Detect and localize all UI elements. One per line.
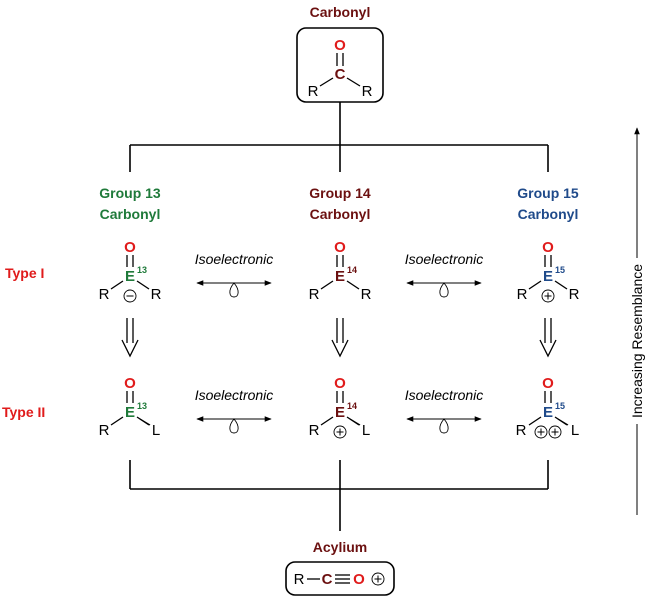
isoelectronic-relation-3: Isoelectronic [195,387,274,434]
carbonyl-oxygen: O [334,37,346,54]
group15-title: Group 15 [517,185,579,201]
g15-t2-l: L [571,422,579,439]
g13-t2-oxygen: O [124,375,136,392]
group14-type-i-structure: O E 14 R R [309,239,372,303]
lone-pair-lobe-icon [229,418,239,434]
g14-t1-superscript: 14 [347,265,357,275]
g15-t1-r-right: R [569,286,580,303]
type-ii-label: Type II [2,404,45,420]
type-i-label: Type I [5,265,44,281]
circled-minus-icon [123,289,137,303]
double-line-arrow-icon [121,318,139,358]
g13-t1-r-left: R [99,286,110,303]
circled-plus-icon [333,425,347,439]
carbonyl-r-right: R [362,83,373,100]
acylium-structure: R C O [294,571,385,588]
g15-t2-element: E [543,404,553,421]
g13-t1-element: E [125,268,135,285]
group13-header: Group 13 Carbonyl [99,185,161,222]
isoelectronic-label: Isoelectronic [405,387,484,403]
g15-t2-r: R [516,422,527,439]
group15-type-ii-structure: O E 15 R L [516,375,580,439]
isoelectronic-label: Isoelectronic [195,387,274,403]
g15-t1-r-left: R [517,286,528,303]
g14-t1-oxygen: O [334,239,346,256]
double-line-arrow-icon [331,318,349,358]
group15-header: Group 15 Carbonyl [517,185,579,222]
g14-t2-element: E [335,404,345,421]
acylium-carbon: C [322,571,333,588]
acylium-title: Acylium [313,539,367,555]
group15-type-i-structure: O E 15 R R [517,239,580,303]
isoelectronic-relation-4: Isoelectronic [405,387,484,434]
isoelectronic-relation-1: Isoelectronic [195,251,274,298]
g13-t2-l: L [152,422,160,439]
isoelectronic-label: Isoelectronic [405,251,484,267]
g14-t1-element: E [335,268,345,285]
group14-type-ii-structure: O E 14 R L [309,375,371,439]
carbonyl-r-left: R [308,83,319,100]
group15-subtitle: Carbonyl [518,206,579,222]
g13-t1-r-right: R [151,286,162,303]
g14-t2-r: R [309,422,320,439]
circled-plus-icon [534,425,548,439]
g13-t2-element: E [125,404,135,421]
g13-t1-superscript: 13 [137,265,147,275]
g14-t2-oxygen: O [334,375,346,392]
g13-t2-superscript: 13 [137,401,147,411]
g15-t2-oxygen: O [542,375,554,392]
bottom-connector [129,460,549,531]
isoelectronic-relation-2: Isoelectronic [405,251,484,298]
axis-label: Increasing Resemblance [629,264,645,418]
g15-t2-superscript: 15 [555,401,565,411]
increasing-resemblance-axis: Increasing Resemblance [624,127,646,515]
double-line-arrow-icon [539,318,557,358]
acylium-box [285,561,395,596]
g15-t1-superscript: 15 [555,265,565,275]
g13-t2-r: R [99,422,110,439]
g14-t2-superscript: 14 [347,401,357,411]
acylium-oxygen: O [353,571,365,588]
carbonyl-carbon: C [335,66,346,83]
group13-title: Group 13 [99,185,161,201]
carbonyl-title: Carbonyl [310,4,371,20]
g14-t1-r-left: R [309,286,320,303]
g15-t1-oxygen: O [542,239,554,256]
acylium-r: R [294,571,305,588]
g14-t2-l: L [362,422,370,439]
lone-pair-lobe-icon [229,282,239,298]
circled-plus-icon [548,425,562,439]
group14-header: Group 14 Carbonyl [309,185,371,222]
carbonyl-structure: O C R R [308,37,373,100]
circled-plus-icon [541,289,555,303]
group13-subtitle: Carbonyl [100,206,161,222]
isoelectronic-label: Isoelectronic [195,251,274,267]
lone-pair-lobe-icon [439,418,449,434]
group14-subtitle: Carbonyl [310,206,371,222]
group13-type-ii-structure: O E 13 R L [99,375,161,439]
g13-t1-oxygen: O [124,239,136,256]
circled-plus-icon [371,572,385,586]
lone-pair-lobe-icon [439,282,449,298]
group13-type-i-structure: O E 13 R R [99,239,162,303]
g14-t1-r-right: R [361,286,372,303]
g15-t1-element: E [543,268,553,285]
top-connector [129,102,549,172]
group14-title: Group 14 [309,185,371,201]
